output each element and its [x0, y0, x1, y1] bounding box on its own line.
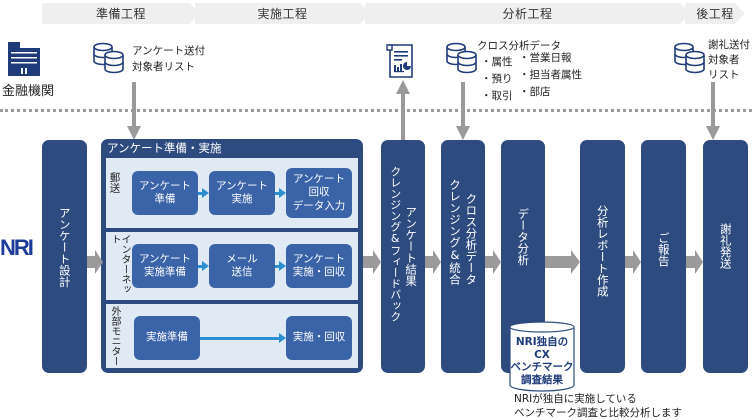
- step-survey-implement-collect: アンケート 実施・回収: [286, 244, 352, 288]
- step-survey-implement-prep: アンケート 実施準備: [132, 244, 198, 288]
- thanks-list-line: リスト: [708, 69, 740, 82]
- thanks-list-line: 謝礼送付: [708, 39, 750, 51]
- phase-label: 実施工程: [257, 7, 308, 21]
- step-survey-design: アンケート設計: [42, 140, 87, 373]
- cross-data-item: ・営業日報: [519, 52, 572, 64]
- benchmark-text-line: NRI独自の: [515, 336, 569, 348]
- lane-external-monitor: 外部モニター 実施準備 実施・回収: [106, 304, 358, 368]
- step-label-line1: クロス分析データ: [464, 192, 479, 285]
- flow-arrow-gray: [87, 250, 103, 274]
- step-label: ご報告: [656, 232, 671, 267]
- lane-internet: インターネット アンケート 実施準備 メール 送信 アンケート 実施・回収: [106, 232, 358, 300]
- step-label: 謝礼発送: [718, 222, 733, 269]
- cross-data-item: ・取引: [481, 89, 513, 102]
- phase-implementation: 実施工程: [195, 3, 370, 24]
- step-survey-cleansing-feedback: アンケート結果 クレンジング&フィードバック: [381, 140, 425, 373]
- cross-data-item: ・属性: [481, 56, 513, 68]
- step-implement-prep: 実施準備: [134, 316, 200, 360]
- cross-data-item: ・部店: [519, 85, 551, 98]
- benchmark-cylinder-text: NRI独自の CX ベンチマーク 調査結果: [506, 336, 578, 386]
- cross-data-list-1: ・属性 ・預り ・取引: [481, 54, 513, 104]
- phase-analysis: 分析工程: [365, 3, 690, 24]
- step-label: 分析レポート作成: [595, 204, 610, 297]
- phase-label: 後工程: [696, 7, 734, 21]
- database-icon: [674, 42, 705, 74]
- step-survey-prep: アンケート 準備: [132, 171, 198, 215]
- benchmark-caption: NRIが独自に実施している ベンチマーク調査と比較分析します: [514, 392, 682, 420]
- flow-arrow-gray: [686, 250, 703, 274]
- lane-label: 郵送: [108, 172, 121, 193]
- survey-list-line: アンケート送付: [132, 45, 206, 57]
- arrow-down-thanks-list: [706, 82, 720, 140]
- phase-preparation: 準備工程: [42, 3, 200, 24]
- arrow-down-cross-data: [456, 82, 470, 140]
- phase-label: 準備工程: [95, 7, 146, 21]
- thanks-list-label: 謝礼送付 対象者 リスト: [708, 38, 750, 84]
- cross-data-title: クロス分析データ: [477, 40, 561, 52]
- flow-arrow-gray: [363, 250, 381, 274]
- benchmark-cylinder-icon: [509, 321, 575, 392]
- step-survey-implement: アンケート 実施: [209, 171, 275, 215]
- step-reporting: ご報告: [641, 140, 686, 373]
- flow-arrow-gray: [625, 250, 641, 274]
- step-email-send: メール 送信: [209, 244, 275, 288]
- database-icon: [446, 42, 477, 74]
- step-implement-collect: 実施・回収: [286, 316, 352, 360]
- boundary-dotted-line: [0, 109, 752, 112]
- benchmark-text-line: ベンチマーク: [510, 361, 574, 374]
- cross-data-list-2: ・営業日報 ・担当者属性 ・部店: [519, 50, 582, 100]
- survey-list-line: 対象者リスト: [132, 61, 195, 74]
- step-label-line1: アンケート結果: [404, 205, 419, 287]
- step-label: アンケート設計: [57, 207, 72, 288]
- benchmark-caption-line: ベンチマーク調査と比較分析します: [514, 407, 682, 420]
- flow-arrow-gray: [425, 250, 441, 274]
- step-label-line2: クレンジング&フィードバック: [388, 165, 402, 322]
- step-cross-data-cleansing: クロス分析データ クレンジング&統合: [441, 140, 485, 373]
- flow-arrow-gray: [545, 250, 580, 274]
- flow-arrow-gray: [485, 250, 501, 274]
- arrow-down-survey-list: [127, 82, 141, 140]
- nri-logo: NRI: [0, 235, 34, 260]
- step-label-line2: クレンジング&統合: [448, 178, 462, 285]
- survey-prep-implementation-group: アンケート準備・実施 郵送 アンケート 準備 アンケート 実施 アンケート 回収…: [101, 139, 363, 373]
- database-icon: [93, 42, 124, 74]
- benchmark-text-line: CX: [534, 348, 550, 361]
- arrow-up-report: [396, 80, 410, 140]
- step-report-creation: 分析レポート作成: [580, 140, 625, 373]
- thanks-list-line: 対象者: [708, 54, 740, 67]
- lane-label: 外部モニター: [109, 306, 120, 366]
- phase-post: 後工程: [685, 3, 745, 24]
- step-thanks-sending: 謝礼発送: [703, 140, 748, 373]
- benchmark-caption-line: NRIが独自に実施している: [514, 393, 637, 405]
- building-icon: [8, 42, 40, 76]
- phase-label: 分析工程: [502, 7, 553, 21]
- lane-label: インターネット: [109, 234, 130, 294]
- step-survey-collect-input: アンケート 回収 データ入力: [286, 168, 352, 218]
- group-title: アンケート準備・実施: [107, 141, 222, 155]
- benchmark-text-line: 調査結果: [521, 373, 563, 386]
- cross-data-item: ・預り: [481, 72, 513, 85]
- financial-institution-label: 金融機関: [2, 84, 55, 99]
- step-label: データ分析: [516, 207, 531, 266]
- lane-mail: 郵送 アンケート 準備 アンケート 実施 アンケート 回収 データ入力: [106, 158, 358, 228]
- cross-data-item: ・担当者属性: [519, 68, 582, 81]
- survey-list-label: アンケート送付 対象者リスト: [132, 43, 205, 76]
- report-document-icon: [386, 44, 413, 78]
